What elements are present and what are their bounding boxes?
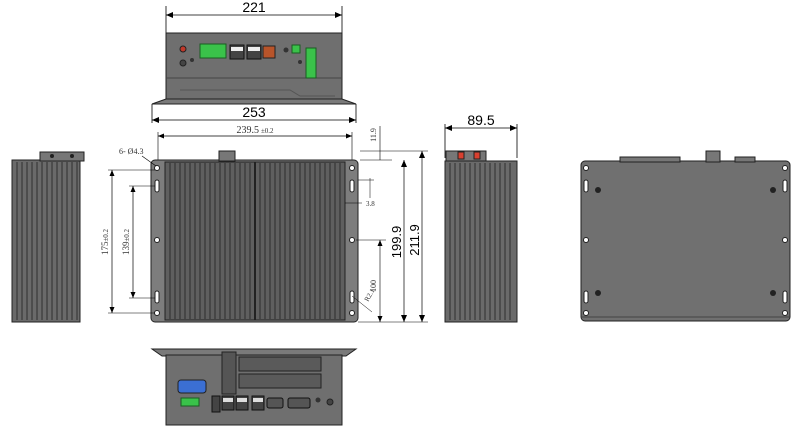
dim-hole-pitch-height-2-tol: ±0.2 [123, 228, 131, 241]
bottom-view [150, 348, 358, 426]
dim-hole-pitch-width: 239.5 [236, 125, 259, 136]
rear-view [580, 150, 791, 322]
dim-top-offset: 11.9 [369, 128, 378, 142]
svg-text:239.5±0.2: 239.5±0.2 [236, 125, 274, 136]
dim-hole-pitch-height-2: 139 [121, 241, 131, 255]
right-side-view: 89.5 [444, 112, 518, 323]
dim-175-group: 175±0.2 [100, 169, 155, 314]
hole-note: 6- Ø4.3 [119, 147, 143, 156]
dim-hole-pitch-width-tol: ±0.2 [261, 127, 274, 135]
svg-text:175±0.2: 175±0.2 [100, 228, 110, 255]
top-view: 221 [151, 0, 357, 105]
dim-253-group: 253 [151, 104, 357, 123]
dim-height-inner: 199.9 [389, 226, 404, 259]
dim-flange-width: 253 [242, 104, 266, 120]
dim-depth: 89.5 [467, 112, 494, 128]
dim-center: 100 [369, 280, 378, 292]
dim-height-outer: 211.9 [407, 224, 422, 256]
dim-hole-pitch-height-1-tol: ±0.2 [102, 228, 110, 241]
front-view [150, 150, 359, 323]
power-led-icon [179, 45, 187, 53]
svg-text:139±0.2: 139±0.2 [121, 228, 131, 255]
dim-139-group: 139±0.2 [121, 185, 155, 299]
dim-slot-width: 3.8 [366, 200, 375, 208]
left-side-view [11, 151, 85, 323]
dim-hole-pitch-height-1: 175 [100, 241, 110, 255]
dim-top-width: 221 [242, 0, 266, 15]
